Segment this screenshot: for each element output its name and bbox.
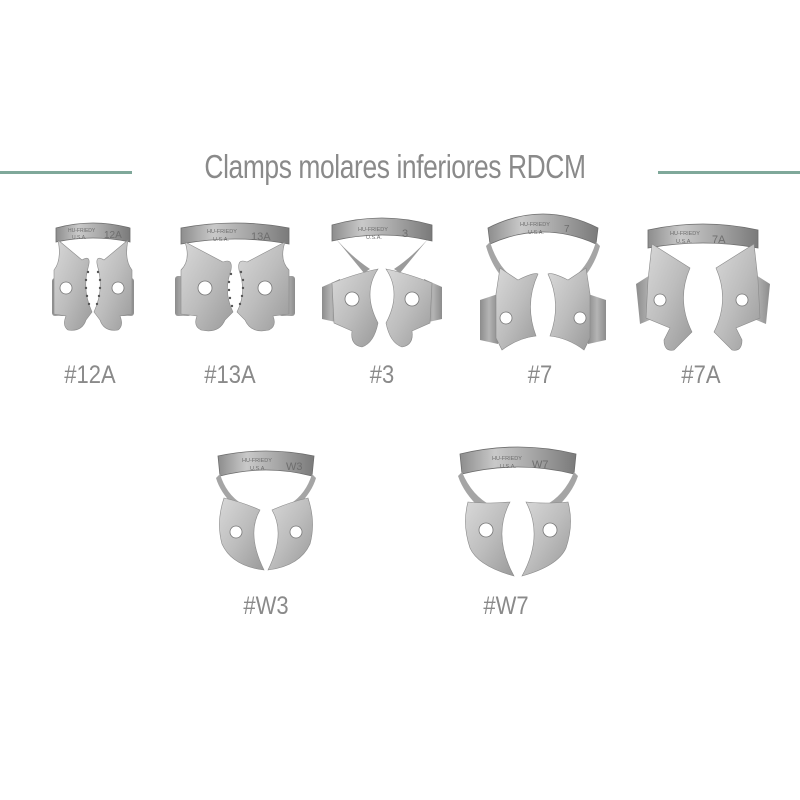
svg-text:HU-FRIEDY: HU-FRIEDY [242, 458, 272, 464]
clamp-7-image: HU-FRIEDY U.S.A. 7 [478, 208, 608, 352]
clamp-3-label: #3 [369, 361, 395, 389]
svg-text:U.S.A.: U.S.A. [676, 239, 692, 245]
svg-text:7A: 7A [712, 234, 726, 246]
svg-text:U.S.A.: U.S.A. [72, 235, 86, 241]
clamp-w7-label: #W7 [483, 592, 529, 620]
clamp-12a-label: #12A [64, 361, 116, 389]
clamp-13a-label: #13A [204, 361, 256, 389]
clamp-w7-image: HU-FRIEDY U.S.A. W7 [452, 444, 584, 578]
clamp-13a-image: HU-FRIEDY U.S.A. 13A [175, 220, 295, 342]
svg-text:HU-FRIEDY: HU-FRIEDY [68, 228, 96, 234]
header-rule-right [658, 171, 800, 174]
svg-text:HU-FRIEDY: HU-FRIEDY [492, 456, 522, 462]
svg-text:W3: W3 [286, 461, 303, 473]
svg-text:U.S.A.: U.S.A. [213, 237, 229, 243]
svg-text:HU-FRIEDY: HU-FRIEDY [207, 229, 237, 235]
svg-text:12A: 12A [104, 230, 122, 241]
clamp-7-label: #7 [527, 361, 553, 389]
svg-text:7: 7 [564, 224, 570, 235]
clamp-12a-image: HU-FRIEDY U.S.A. 12A [52, 220, 134, 342]
svg-text:U.S.A.: U.S.A. [500, 464, 516, 470]
svg-text:HU-FRIEDY: HU-FRIEDY [520, 222, 550, 228]
svg-text:HU-FRIEDY: HU-FRIEDY [358, 227, 388, 233]
svg-text:U.S.A.: U.S.A. [250, 466, 266, 472]
svg-text:U.S.A.: U.S.A. [528, 230, 544, 236]
clamp-3-image: HU-FRIEDY U.S.A. 3 [318, 213, 446, 349]
clamp-w3-label: #W3 [243, 592, 289, 620]
clamp-7a-image: HU-FRIEDY U.S.A. 7A [634, 220, 772, 352]
clamp-7a-label: #7A [681, 361, 721, 389]
svg-text:HU-FRIEDY: HU-FRIEDY [670, 231, 700, 237]
clamp-w3-image: HU-FRIEDY U.S.A. W3 [212, 448, 320, 572]
svg-text:W7: W7 [532, 459, 549, 471]
header-rule-left [0, 171, 132, 174]
page-title: Clamps molares inferiores RDCM [204, 148, 586, 185]
svg-text:3: 3 [402, 228, 408, 240]
svg-text:U.S.A.: U.S.A. [366, 235, 382, 241]
svg-text:13A: 13A [251, 231, 271, 243]
